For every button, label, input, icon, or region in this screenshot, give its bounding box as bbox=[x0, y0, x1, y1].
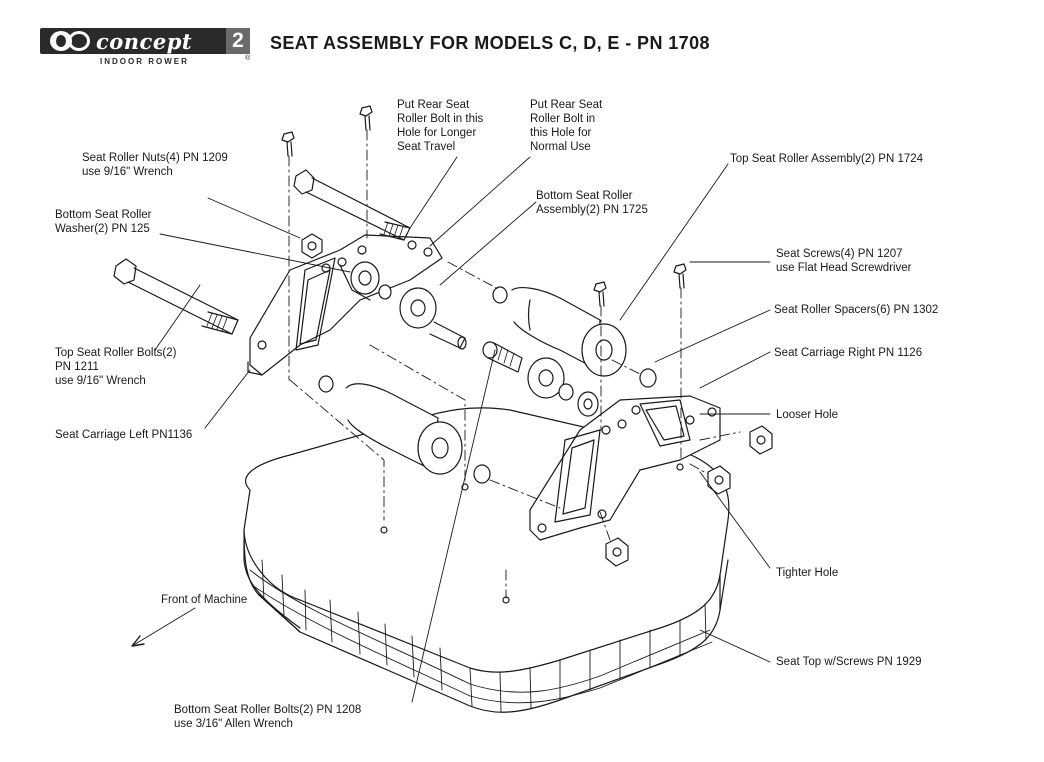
callout-tighter-hole: Tighter Hole bbox=[776, 567, 839, 579]
top-seat-roller-rear bbox=[492, 286, 627, 377]
callout-rear-bolt-normal-use: Put Rear Seat Roller Bolt in this Hole f… bbox=[530, 99, 603, 153]
top-seat-roller-bolt-upper bbox=[293, 169, 411, 241]
callout-seat-carriage-right: Seat Carriage Right PN 1126 bbox=[774, 347, 923, 359]
callout-top-seat-roller-assembly: Top Seat Roller Assembly(2) PN 1724 bbox=[730, 153, 924, 165]
logo-subtitle: INDOOR ROWER bbox=[100, 57, 189, 66]
callout-seat-roller-spacers: Seat Roller Spacers(6) PN 1302 bbox=[774, 304, 939, 316]
seat-carriage-left bbox=[247, 234, 443, 376]
seat-carriage-right bbox=[529, 395, 721, 541]
seat-roller-nut bbox=[707, 465, 731, 495]
callout-front-of-machine: Front of Machine bbox=[161, 594, 248, 606]
seat-screw-4 bbox=[673, 263, 687, 289]
logo-ring-outline-icon bbox=[68, 31, 90, 51]
callout-rear-bolt-longer-travel: Put Rear Seat Roller Bolt in this Hole f… bbox=[397, 99, 484, 153]
seat-roller-nut bbox=[605, 537, 629, 567]
callout-seat-carriage-left: Seat Carriage Left PN1136 bbox=[55, 429, 193, 441]
seat-screw-3 bbox=[593, 281, 607, 307]
callout-leader-lines bbox=[131, 156, 771, 703]
callout-top-seat-roller-bolts: Top Seat Roller Bolts(2) PN 1211 use 9/1… bbox=[55, 347, 177, 387]
callout-seat-screws: Seat Screws(4) PN 1207 use Flat Head Scr… bbox=[776, 248, 912, 274]
seat-roller-nut bbox=[301, 233, 323, 259]
seat-roller-spacer bbox=[639, 368, 657, 388]
logo-bar: concept 2 bbox=[40, 28, 250, 54]
assembly-center-lines bbox=[288, 129, 741, 599]
callout-seat-top: Seat Top w/Screws PN 1929 bbox=[776, 656, 922, 668]
callout-bottom-seat-roller-washer: Bottom Seat Roller Washer(2) PN 125 bbox=[55, 209, 152, 235]
seat-roller-nut bbox=[749, 425, 773, 455]
callout-seat-roller-nuts: Seat Roller Nuts(4) PN 1209 use 9/16" Wr… bbox=[82, 152, 228, 178]
callout-looser-hole: Looser Hole bbox=[776, 409, 839, 421]
top-seat-roller-bolt-lower bbox=[113, 258, 239, 335]
callout-bottom-seat-roller-assembly: Bottom Seat Roller Assembly(2) PN 1725 bbox=[536, 190, 648, 216]
callout-bottom-seat-roller-bolts: Bottom Seat Roller Bolts(2) PN 1208 use … bbox=[174, 704, 362, 730]
concept2-logo: concept 2 INDOOR ROWER ® bbox=[40, 28, 252, 68]
bottom-seat-roller-bolt bbox=[482, 341, 599, 417]
logo-wordmark: concept bbox=[96, 29, 193, 54]
logo-number: 2 bbox=[226, 28, 250, 54]
bottom-seat-roller-left bbox=[399, 287, 467, 350]
logo-registered-mark: ® bbox=[245, 55, 251, 62]
bottom-seat-roller-washer bbox=[350, 261, 392, 300]
seat-screw-1 bbox=[359, 105, 373, 131]
top-seat-roller-front bbox=[318, 375, 491, 484]
seat-screw-2 bbox=[281, 131, 295, 157]
page-title: SEAT ASSEMBLY FOR MODELS C, D, E - PN 17… bbox=[270, 33, 710, 53]
logo-ring-icon bbox=[50, 31, 72, 51]
